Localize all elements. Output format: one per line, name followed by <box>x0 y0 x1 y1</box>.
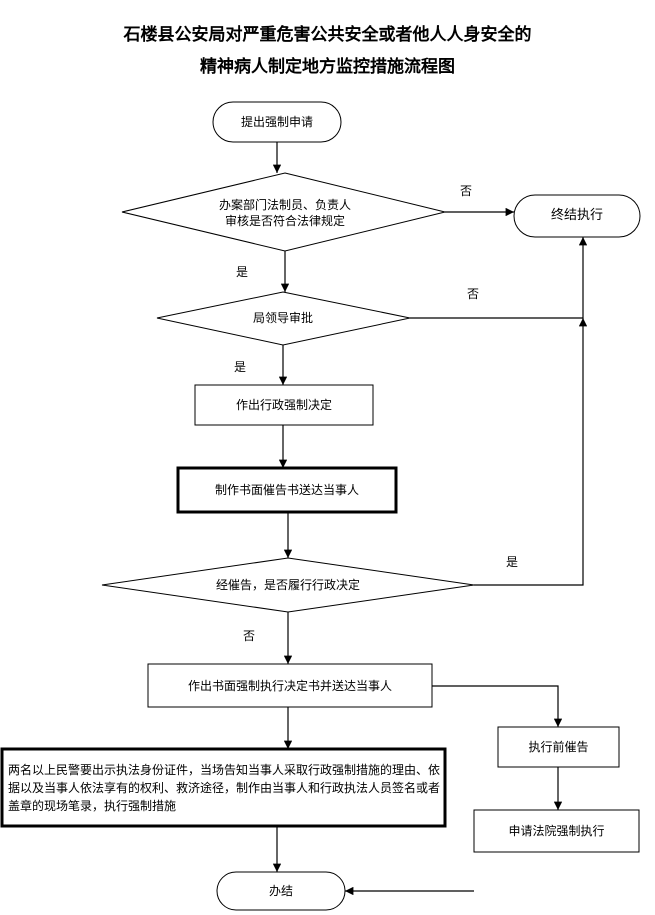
pre-notice-box-shape <box>497 726 620 768</box>
notice-label: 制作书面催告书送达当事人 <box>214 483 359 497</box>
page-title-line2: 精神病人制定地方监控措施流程图 <box>200 57 455 77</box>
edge-label-leader-yes: 是 <box>234 360 247 374</box>
edge-label-leader-no: 否 <box>467 287 480 301</box>
enforce-label: 两名以上民警要出示执法身份证件，当场告知当事人采取行政强制措施的理由、依据以及当… <box>8 763 441 813</box>
terminate-terminal-shape <box>513 194 641 238</box>
edge-label-review-no: 否 <box>460 184 473 198</box>
written-decision-box-shape <box>147 663 433 708</box>
start-label: 提出强制申请 <box>240 115 313 129</box>
arrow-written-to-prenotice <box>432 685 563 727</box>
edge-label-comply-yes: 是 <box>506 555 519 569</box>
arrow-leader-to-terminate <box>410 237 588 319</box>
enforce-box-shape <box>0 747 447 828</box>
leader-label: 局领导审批 <box>252 311 313 325</box>
written-decision-label: 作出书面强制执行决定书并送达当事人 <box>187 679 392 693</box>
decision-box-shape <box>194 384 374 426</box>
page-title-line1: 石楼县公安局对严重危害公共安全或者他人人身安全的 <box>123 25 532 45</box>
review-label-line2: 审核是否符合法律规定 <box>224 214 345 228</box>
edge-label-review-yes: 是 <box>236 265 249 279</box>
court-label: 申请法院强制执行 <box>508 824 605 838</box>
end-label: 办结 <box>268 884 293 898</box>
edge-label-comply-no: 否 <box>243 629 256 643</box>
pre-notice-label: 执行前催告 <box>528 740 589 754</box>
review-label-line1: 办案部门法制员、负责人 <box>218 198 351 212</box>
comply-label: 经催告，是否履行行政决定 <box>215 578 360 592</box>
court-box-shape <box>473 809 640 853</box>
notice-box-shape <box>176 466 398 514</box>
decision-label: 作出行政强制决定 <box>235 398 332 412</box>
arrow-comply-yes <box>474 318 588 586</box>
terminate-label: 终结执行 <box>550 208 603 223</box>
